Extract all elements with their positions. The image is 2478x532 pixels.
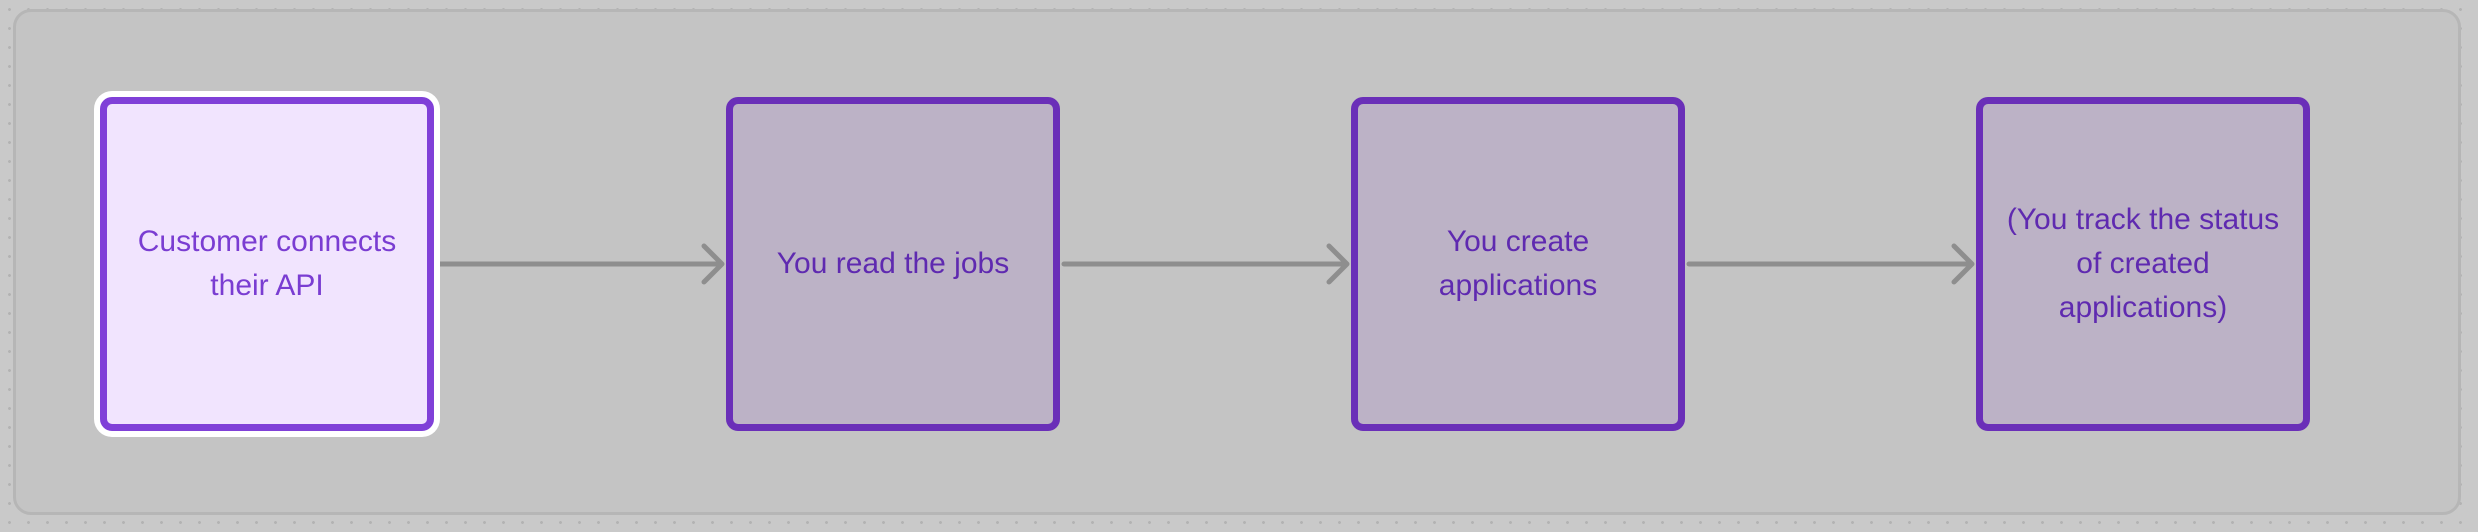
node-label: (You track the status of created applica… — [2006, 203, 2280, 324]
node-label: Customer connects their API — [137, 225, 397, 302]
node-create-applications[interactable]: You create applications — [1351, 97, 1685, 431]
node-read-jobs[interactable]: You read the jobs — [726, 97, 1060, 431]
node-label: You read the jobs — [776, 247, 1010, 280]
node-customer-connects-api[interactable]: Customer connects their API — [100, 97, 434, 431]
node-label: You create applications — [1438, 225, 1598, 302]
node-track-status[interactable]: (You track the status of created applica… — [1976, 97, 2310, 431]
